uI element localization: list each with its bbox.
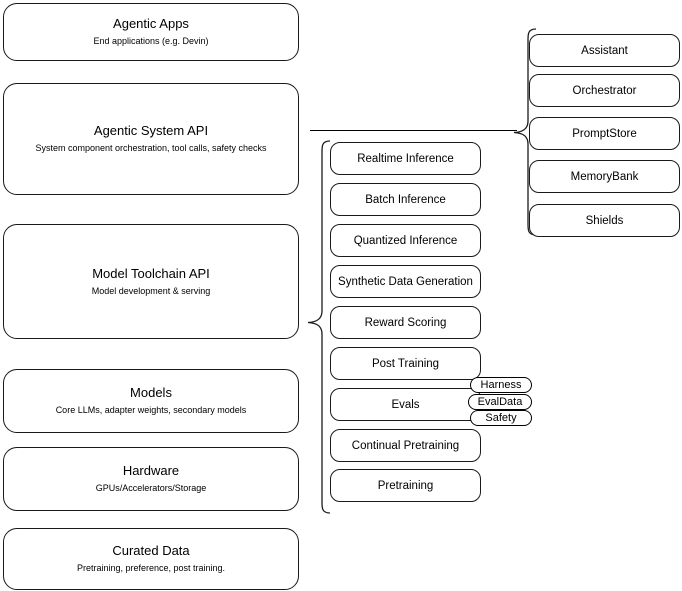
capability-box-synthetic-data-generation[interactable]: Synthetic Data Generation bbox=[330, 265, 481, 298]
layer-title: Hardware bbox=[122, 463, 180, 478]
layer-title: Agentic System API bbox=[93, 123, 209, 138]
capability-box-evals[interactable]: Evals bbox=[330, 388, 481, 421]
capability-box-quantized-inference[interactable]: Quantized Inference bbox=[330, 224, 481, 257]
capability-box-post-training[interactable]: Post Training bbox=[330, 347, 481, 380]
system-component-box-promptstore[interactable]: PromptStore bbox=[529, 117, 680, 150]
layer-subtitle: GPUs/Accelerators/Storage bbox=[95, 483, 207, 493]
system-component-label: MemoryBank bbox=[570, 170, 639, 183]
system-component-box-orchestrator[interactable]: Orchestrator bbox=[529, 74, 680, 107]
layer-subtitle: Pretraining, preference, post training. bbox=[76, 563, 226, 573]
capability-label: Post Training bbox=[371, 357, 440, 370]
capability-label: Continual Pretraining bbox=[351, 439, 460, 452]
layer-subtitle: Model development & serving bbox=[91, 285, 211, 296]
layer-subtitle: Core LLMs, adapter weights, secondary mo… bbox=[55, 405, 247, 415]
layer-box-hardware[interactable]: Hardware GPUs/Accelerators/Storage bbox=[3, 447, 299, 511]
capability-label: Reward Scoring bbox=[364, 316, 447, 329]
layer-subtitle: End applications (e.g. Devin) bbox=[93, 36, 209, 46]
capability-label: Batch Inference bbox=[365, 193, 446, 206]
layer-box-model-toolchain-api[interactable]: Model Toolchain API Model development & … bbox=[3, 224, 299, 339]
system-component-box-shields[interactable]: Shields bbox=[529, 204, 680, 237]
evals-subcomponent-evaldata[interactable]: EvalData bbox=[468, 394, 532, 410]
layer-box-curated-data[interactable]: Curated Data Pretraining, preference, po… bbox=[3, 528, 299, 590]
pill-label: Harness bbox=[480, 379, 522, 391]
layer-box-agentic-system-api[interactable]: Agentic System API System component orch… bbox=[3, 83, 299, 195]
system-component-label: PromptStore bbox=[572, 127, 637, 140]
layer-title: Agentic Apps bbox=[113, 16, 189, 31]
capability-label: Pretraining bbox=[377, 479, 434, 492]
layer-box-agentic-apps[interactable]: Agentic Apps End applications (e.g. Devi… bbox=[3, 3, 299, 61]
system-component-label: Orchestrator bbox=[572, 84, 637, 97]
layer-title: Model Toolchain API bbox=[92, 265, 210, 281]
capability-box-reward-scoring[interactable]: Reward Scoring bbox=[330, 306, 481, 339]
capability-label: Evals bbox=[391, 398, 420, 411]
brace-toolchain-capabilities bbox=[307, 140, 331, 514]
layer-title: Models bbox=[130, 385, 172, 400]
layer-title: Curated Data bbox=[112, 543, 190, 558]
layer-subtitle: System component orchestration, tool cal… bbox=[35, 143, 267, 153]
evals-subcomponent-safety[interactable]: Safety bbox=[470, 410, 532, 426]
layer-box-models[interactable]: Models Core LLMs, adapter weights, secon… bbox=[3, 369, 299, 433]
capability-box-batch-inference[interactable]: Batch Inference bbox=[330, 183, 481, 216]
system-component-box-memorybank[interactable]: MemoryBank bbox=[529, 160, 680, 193]
connector-system-api-to-components bbox=[310, 130, 517, 131]
capability-box-continual-pretraining[interactable]: Continual Pretraining bbox=[330, 429, 481, 462]
pill-label: EvalData bbox=[477, 396, 523, 408]
brace-system-components bbox=[513, 28, 537, 236]
system-component-label: Shields bbox=[585, 214, 624, 227]
capability-label: Quantized Inference bbox=[353, 234, 458, 247]
capability-label: Realtime Inference bbox=[357, 152, 454, 165]
system-component-box-assistant[interactable]: Assistant bbox=[529, 34, 680, 67]
capability-label: Synthetic Data Generation bbox=[338, 275, 473, 288]
pill-label: Safety bbox=[485, 412, 517, 424]
capability-box-pretraining[interactable]: Pretraining bbox=[330, 469, 481, 502]
capability-box-realtime-inference[interactable]: Realtime Inference bbox=[330, 142, 481, 175]
evals-subcomponent-harness[interactable]: Harness bbox=[470, 377, 532, 393]
system-component-label: Assistant bbox=[581, 44, 628, 57]
